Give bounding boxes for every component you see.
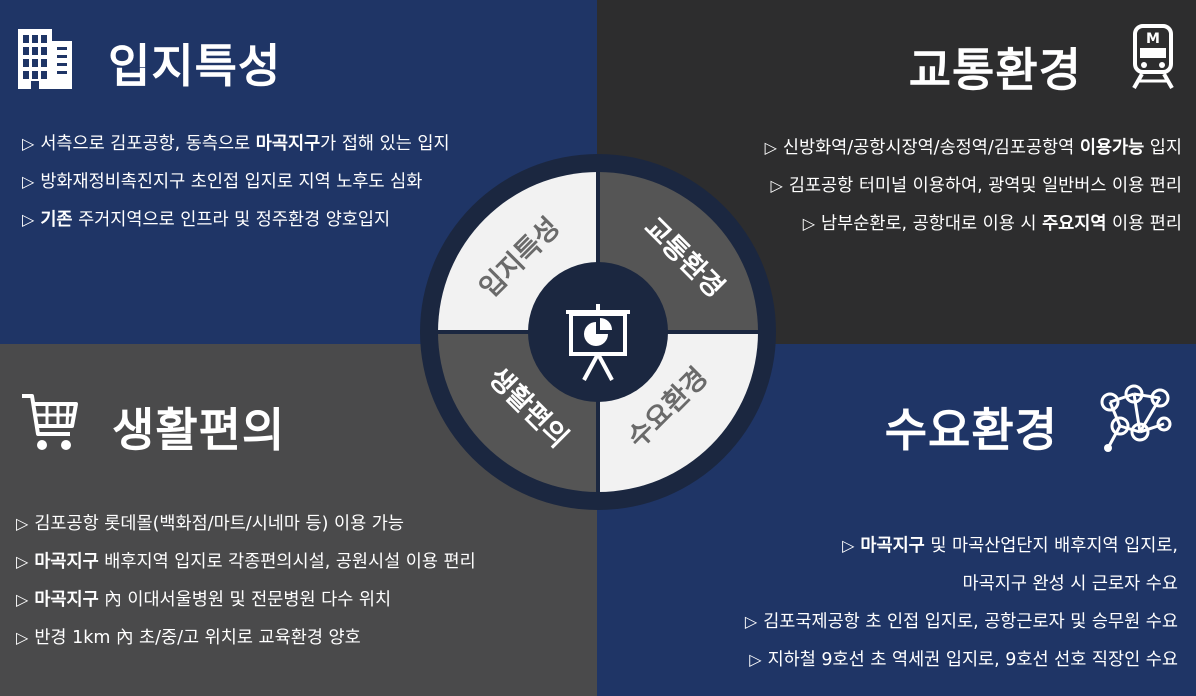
list-item: ▷ 김포공항 롯데몰(백화점/마트/시네마 등) 이용 가능 [16,505,476,543]
item-text-tail: 배후지역 입지로 각종편의시설, 공원시설 이용 편리 [98,552,476,572]
traffic-title: 교통환경 [908,43,1082,97]
list-item: ▷ 기존 주거지역으로 인프라 및 정주환경 양호입지 [22,201,450,239]
list-item: ▷ 서측으로 김포공항, 동측으로 마곡지구가 접해 있는 입지 [22,125,450,163]
center-hub [528,262,668,402]
triangle-bullet-icon: ▷ [16,590,29,609]
shopping-cart-icon [20,390,80,458]
item-text-tail: 內 이대서울병원 및 전문병원 다수 위치 [98,590,392,610]
list-item: ▷ 지하철 9호선 초 역세권 입지로, 9호선 선호 직장인 수요 [745,641,1178,679]
people-network-icon [1094,380,1174,460]
item-text: 신방화역/공항시장역/송정역/김포공항역 [782,138,1080,158]
item-text-tail: 이용 편리 [1106,214,1182,234]
triangle-bullet-icon: ▷ [802,214,816,233]
list-item: ▷ 남부순환로, 공항대로 이용 시 주요지역 이용 편리 [765,205,1182,243]
list-item: ▷ 방화재정비촉진지구 초인접 입지로 지역 노후도 심화 [22,163,450,201]
item-highlight: 기존 [40,210,73,230]
item-text: 서측으로 김포공항, 동측으로 [40,134,256,154]
item-text-tail: 주거지역으로 인프라 및 정주환경 양호입지 [72,210,391,230]
item-text-tail: 및 마곡산업단지 배후지역 입지로, [924,536,1178,556]
building-icon [16,25,74,95]
item-text: 김포공항 롯데몰(백화점/마트/시네마 등) 이용 가능 [34,514,405,534]
triangle-bullet-icon: ▷ [16,628,29,647]
item-text-tail: 입지 [1144,138,1182,158]
list-item: ▷ 마곡지구 배후지역 입지로 각종편의시설, 공원시설 이용 편리 [16,543,476,581]
list-item: ▷ 신방화역/공항시장역/송정역/김포공항역 이용가능 입지 [765,129,1182,167]
demand-title: 수요환경 [884,403,1058,457]
traffic-list: ▷ 신방화역/공항시장역/송정역/김포공항역 이용가능 입지 ▷ 김포공항 터미널 이… [765,129,1182,243]
item-text: 지하철 9호선 초 역세권 입지로, 9호선 선호 직장인 수요 [767,650,1178,670]
triangle-bullet-icon: ▷ [22,134,35,153]
item-text: 김포국제공항 초 인접 입지로, 공항근로자 및 승무원 수요 [763,612,1178,632]
item-highlight: 마곡지구 [255,134,321,154]
item-highlight: 주요지역 [1042,214,1107,234]
item-text: 김포공항 터미널 이용하여, 광역및 일반버스 이용 편리 [788,176,1182,196]
triangle-bullet-icon: ▷ [764,138,777,157]
list-item: ▷ 김포국제공항 초 인접 입지로, 공항근로자 및 승무원 수요 [745,603,1178,641]
list-item: ▷ 반경 1km 內 초/중/고 위치로 교육환경 양호 [16,619,476,657]
item-text: 방화재정비촉진지구 초인접 입지로 지역 노후도 심화 [40,172,423,192]
center-diagram: 입지특성 교통환경 생활편의 수요환경 [418,152,778,512]
triangle-bullet-icon: ▷ [744,612,758,631]
item-highlight: 이용가능 [1079,138,1145,158]
item-text: 마곡지구 완성 시 근로자 수요 [962,574,1178,594]
presentation-chart-icon [566,304,630,381]
triangle-bullet-icon: ▷ [22,172,35,191]
triangle-bullet-icon: ▷ [22,210,35,229]
item-highlight: 마곡지구 [34,552,99,572]
living-list: ▷ 김포공항 롯데몰(백화점/마트/시네마 등) 이용 가능 ▷ 마곡지구 배후지역 … [16,505,476,657]
item-highlight: 마곡지구 [860,536,925,556]
item-text-tail: 가 접해 있는 입지 [320,134,450,154]
demand-list: ▷ 마곡지구 및 마곡산업단지 배후지역 입지로, 마곡지구 완성 시 근로자 수요… [745,527,1178,679]
list-item: 마곡지구 완성 시 근로자 수요 [745,565,1178,603]
triangle-bullet-icon: ▷ [842,536,855,555]
svg-text:M: M [1146,31,1160,47]
item-text: 남부순환로, 공항대로 이용 시 [821,214,1043,234]
triangle-bullet-icon: ▷ [16,514,29,533]
metro-train-icon: M [1128,24,1178,94]
location-title: 입지특성 [108,39,282,93]
triangle-bullet-icon: ▷ [770,176,783,195]
location-list: ▷ 서측으로 김포공항, 동측으로 마곡지구가 접해 있는 입지 ▷ 방화재정비촉진지… [22,125,450,239]
list-item: ▷ 김포공항 터미널 이용하여, 광역및 일반버스 이용 편리 [765,167,1182,205]
list-item: ▷ 마곡지구 內 이대서울병원 및 전문병원 다수 위치 [16,581,476,619]
triangle-bullet-icon: ▷ [16,552,29,571]
living-title: 생활편의 [112,403,286,457]
triangle-bullet-icon: ▷ [749,650,762,669]
list-item: ▷ 마곡지구 및 마곡산업단지 배후지역 입지로, [745,527,1178,565]
item-highlight: 마곡지구 [34,590,99,610]
item-text: 반경 1km 內 초/중/고 위치로 교육환경 양호 [34,628,361,648]
